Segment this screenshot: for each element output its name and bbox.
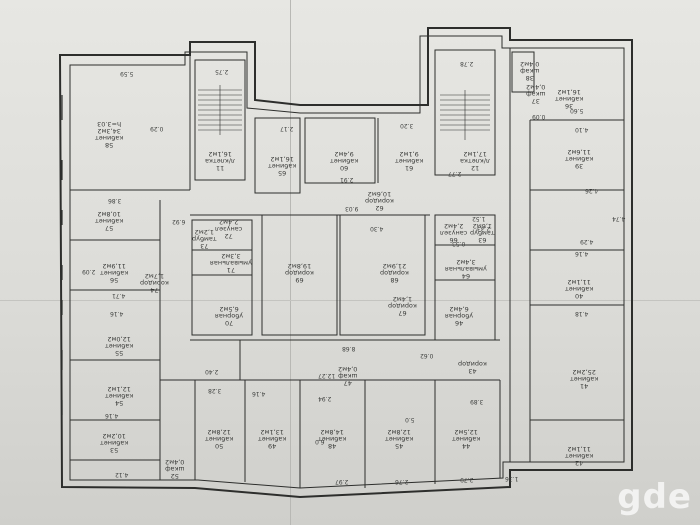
dimension-label: 0.09 <box>532 113 546 120</box>
dimension-label: 2.09 <box>82 268 96 275</box>
dimension-label: 4.16 <box>575 250 589 257</box>
outer-wall-inner <box>69 35 625 489</box>
dimension-label: 0.62 <box>420 352 434 359</box>
dimension-label: 4.16 <box>252 390 266 397</box>
toilet-block-left <box>191 219 253 336</box>
dimension-label: 2.78 <box>460 60 474 67</box>
dimension-label: 3.86 <box>108 197 122 204</box>
closet-box <box>511 51 535 93</box>
dimension-label: 8.68 <box>342 345 356 352</box>
dimension-label: 2.79 <box>460 476 474 483</box>
dimension-label: 2.97 <box>335 478 349 485</box>
dimension-label: 2.40 <box>205 368 219 375</box>
dimension-label: 2.94 <box>318 395 332 402</box>
paper-fold-horizontal <box>0 300 700 301</box>
dimension-label: 2.91 <box>340 176 354 183</box>
dimension-label: 4.16 <box>110 310 124 317</box>
dimension-label: 4.16 <box>105 412 119 419</box>
watermark-logo: gde <box>617 477 692 517</box>
dimension-label: 4.74 <box>612 215 626 222</box>
dimension-label: 6.92 <box>172 218 186 225</box>
stair-left <box>194 59 246 181</box>
dimension-label: 6.0 <box>315 438 325 445</box>
dimension-label: 2.75 <box>215 68 229 75</box>
dimension-label: 2.33 <box>477 225 491 232</box>
dimension-label: 9.03 <box>345 205 359 212</box>
dimension-label: 4.30 <box>370 225 384 232</box>
dimension-label: 4.71 <box>112 292 126 299</box>
dimension-label: 5.59 <box>120 70 134 77</box>
dimension-label: 4.10 <box>575 126 589 133</box>
window-marks <box>61 80 633 415</box>
paper-fold-vertical <box>290 0 291 525</box>
dimension-label: 4.26 <box>585 187 599 194</box>
dimension-label: 3.89 <box>470 398 484 405</box>
dimension-label: 4.12 <box>115 471 129 478</box>
dimension-label: 0.53 <box>452 240 466 247</box>
dimension-label: 2.76 <box>395 478 409 485</box>
dimension-label: 4.18 <box>575 310 589 317</box>
dimension-label: 2.77 <box>448 170 462 177</box>
dimension-label: 4.29 <box>580 238 594 245</box>
stair-steps-left <box>198 85 242 135</box>
toilet-block-right <box>434 214 496 341</box>
dimension-label: 1.52 <box>472 215 486 222</box>
dimension-label: 3.20 <box>400 122 414 129</box>
dimension-label: 0.29 <box>150 125 164 132</box>
dimension-label: 5.0 <box>405 416 415 423</box>
room-65-box <box>254 117 301 194</box>
dimension-label: 1.36 <box>505 475 519 482</box>
dimension-label: 3.28 <box>208 387 222 394</box>
dimension-label: 5.60 <box>570 107 584 114</box>
room-60-box <box>304 117 376 184</box>
outer-wall <box>58 27 633 499</box>
dimension-label: 2.17 <box>280 125 294 132</box>
stair-steps-right <box>440 90 490 140</box>
dimension-label: 12.27 <box>318 372 336 379</box>
stair-right <box>434 49 496 176</box>
